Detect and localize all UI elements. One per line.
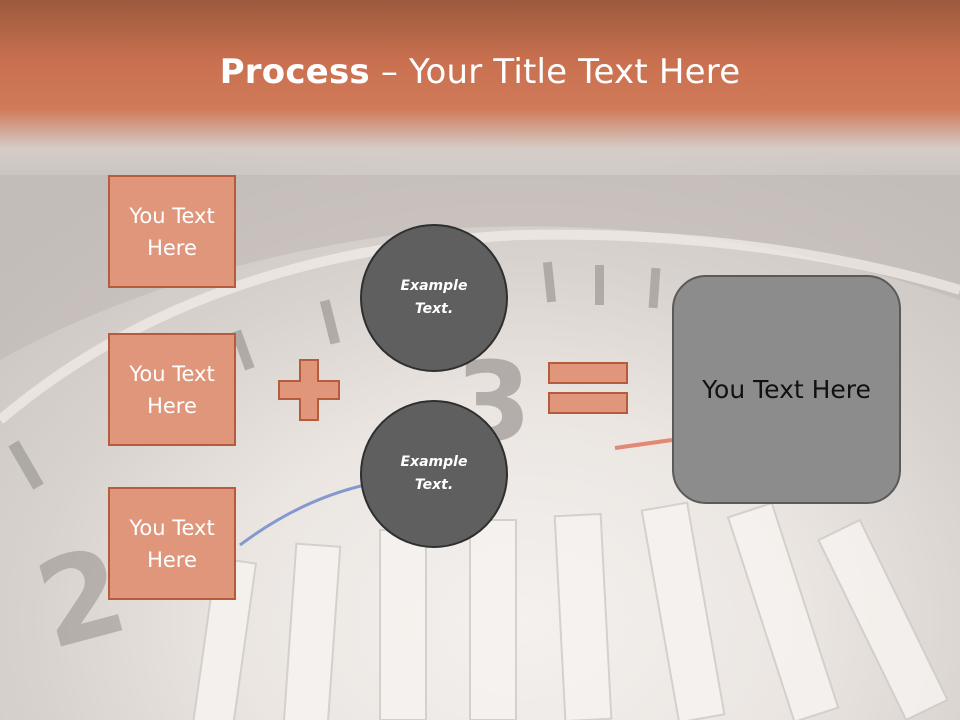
example-circle-1[interactable]: Example Text.: [360, 224, 508, 372]
text-box-2[interactable]: You Text Here: [108, 333, 236, 446]
circle-label: Example Text.: [400, 454, 468, 493]
text-box-label: You Text Here: [129, 515, 215, 572]
title-bold: Process: [219, 52, 370, 92]
text-box-1[interactable]: You Text Here: [108, 175, 236, 288]
title-rest: – Your Title Text Here: [369, 52, 741, 92]
plus-icon[interactable]: [278, 359, 340, 421]
text-box-label: You Text Here: [129, 361, 215, 418]
text-box-label: You Text Here: [129, 203, 215, 260]
result-box[interactable]: You Text Here: [672, 275, 901, 504]
example-circle-2[interactable]: Example Text.: [360, 400, 508, 548]
equals-icon[interactable]: [548, 362, 628, 414]
slide-title[interactable]: Process – Your Title Text Here: [0, 52, 960, 92]
result-label: You Text Here: [702, 375, 871, 404]
header-band: [0, 0, 960, 175]
text-box-3[interactable]: You Text Here: [108, 487, 236, 600]
circle-label: Example Text.: [400, 278, 468, 317]
